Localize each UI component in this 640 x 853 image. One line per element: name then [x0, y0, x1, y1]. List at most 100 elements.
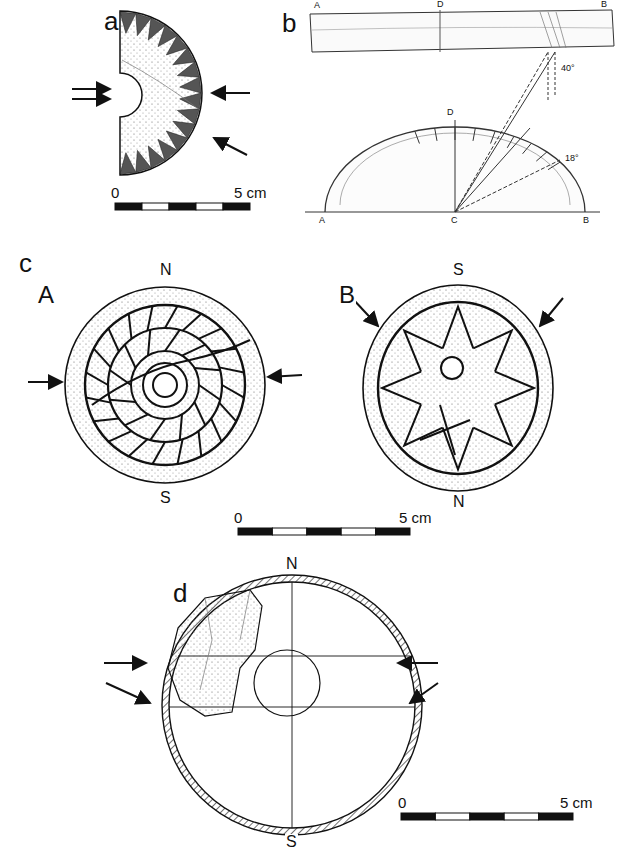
star-ray [443, 307, 474, 349]
tooth [180, 77, 201, 93]
disc-a [28, 287, 302, 483]
compass-letter: S [452, 262, 465, 278]
scale-value: 5 cm [398, 510, 433, 525]
panel-letter: a [103, 8, 119, 34]
tooth [120, 153, 136, 174]
angle-label: 18° [564, 154, 580, 163]
spoke [219, 367, 244, 372]
panel-letter: c [18, 250, 33, 276]
spoke [165, 330, 180, 351]
scale-value: 0 [397, 795, 407, 810]
compass-letter: S [285, 834, 298, 850]
scale-segment [115, 203, 142, 210]
tick [473, 128, 475, 141]
spoke [180, 414, 182, 440]
spoke [165, 306, 178, 328]
spoke [94, 349, 111, 368]
sundial-fragment-a [72, 11, 250, 175]
point-letter: D [436, 0, 445, 9]
spoke [140, 461, 152, 464]
spoke [129, 309, 141, 314]
point-letter: B [582, 216, 590, 225]
spoke [89, 410, 94, 422]
scale-segment [169, 203, 196, 210]
tooth [148, 146, 165, 168]
scale-segment [376, 528, 410, 535]
scale-segment [435, 813, 469, 820]
point-letter: C [450, 216, 459, 225]
spoke [94, 338, 101, 349]
tooth [180, 93, 201, 109]
star-ray [443, 428, 474, 470]
spoke [108, 431, 131, 441]
spoke [129, 439, 148, 456]
spoke [150, 419, 165, 440]
spoke [212, 442, 222, 450]
point-letter: D [446, 108, 455, 117]
spoke [125, 345, 136, 368]
spoke [86, 360, 89, 372]
scale-bars [115, 203, 573, 820]
scale-segment [504, 813, 538, 820]
tooth [177, 62, 199, 77]
spoke [182, 345, 205, 356]
scale-segment [223, 203, 250, 210]
spoke [84, 385, 87, 398]
angle-label: 40° [560, 64, 576, 73]
spoke [129, 314, 132, 339]
tick [455, 127, 456, 140]
spoke [108, 320, 118, 328]
tick [507, 136, 514, 148]
spoke [152, 304, 165, 307]
tick [548, 162, 560, 170]
point-letter: A [313, 1, 321, 10]
spoke [230, 421, 237, 432]
panel-letter: d [172, 580, 188, 606]
spoke [199, 385, 220, 400]
spoke [165, 463, 178, 466]
scale-value: 0 [233, 510, 243, 525]
spoke [94, 419, 119, 422]
panel-letter: b [281, 10, 297, 36]
scale-value: 0 [110, 185, 120, 200]
spoke [108, 328, 118, 351]
star-ray [404, 330, 442, 371]
spoke [194, 402, 205, 425]
scale-segment [341, 528, 375, 535]
spoke [147, 306, 152, 331]
spoke [194, 368, 220, 370]
scale-segment [470, 813, 504, 820]
spoke [152, 442, 165, 464]
tick [435, 128, 437, 141]
spoke [199, 328, 222, 338]
spoke [178, 306, 190, 309]
compass-letter: N [452, 494, 466, 510]
spoke [178, 439, 183, 464]
spoke [243, 372, 246, 385]
star-ray [382, 372, 421, 405]
scale-value: 5 cm [233, 185, 268, 200]
spoke [190, 456, 202, 461]
spoke [236, 349, 241, 361]
spoke [241, 398, 244, 410]
tick [415, 131, 420, 143]
tooth [136, 150, 151, 172]
spoke [118, 450, 129, 457]
spoke [110, 400, 136, 402]
tooth [120, 12, 136, 33]
scale-segment [238, 528, 272, 535]
scale-segment [307, 528, 341, 535]
scale-segment [539, 813, 573, 820]
spoke [199, 431, 202, 456]
spoke [86, 372, 108, 385]
disc-reconstruction-d [104, 575, 438, 835]
scale-segment [272, 528, 306, 535]
disc-b [352, 285, 563, 491]
scale-segment [401, 813, 435, 820]
compass-letter: N [159, 262, 173, 278]
compass-letter: S [159, 490, 172, 506]
spoke [219, 403, 236, 422]
tick [523, 143, 532, 154]
spoke [222, 385, 244, 398]
star-ray [495, 372, 534, 405]
